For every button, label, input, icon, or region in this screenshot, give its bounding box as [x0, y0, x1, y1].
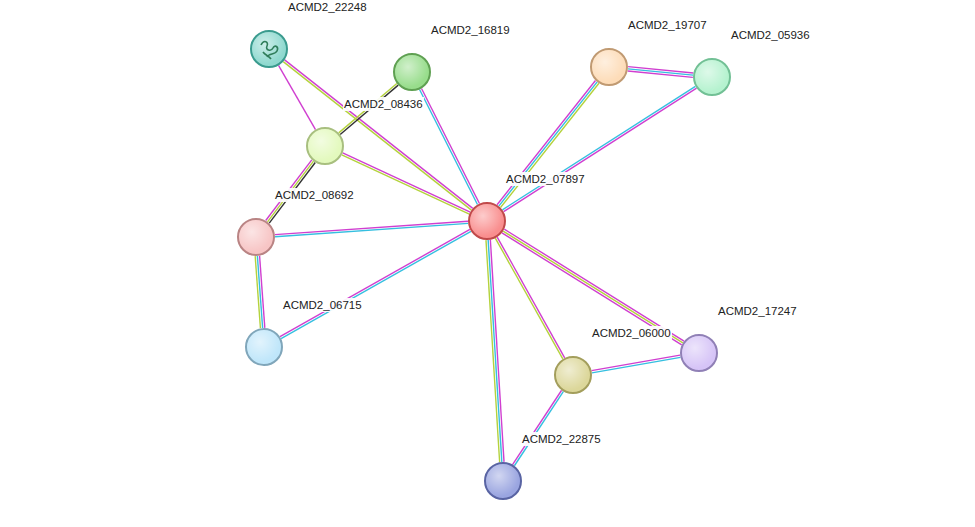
- node-circle-fill: [251, 31, 287, 67]
- evidence-line: [490, 240, 504, 462]
- node-circle-fill: [555, 357, 591, 393]
- evidence-line: [501, 83, 599, 207]
- evidence-line: [513, 390, 562, 464]
- node-circle: [693, 58, 731, 96]
- node-highlight: [592, 50, 626, 84]
- node-circle: [250, 30, 288, 68]
- protein-node: ACMD2_16819: [393, 53, 431, 91]
- node-label: ACMD2_07897: [505, 172, 586, 186]
- evidence-line: [342, 155, 470, 214]
- interaction-edge: [495, 237, 564, 359]
- protein-node: ACMD2_19707: [590, 48, 628, 86]
- node-label: ACMD2_06000: [591, 326, 672, 340]
- node-circle-fill: [238, 219, 274, 255]
- evidence-line: [502, 86, 695, 210]
- node-highlight: [470, 204, 504, 238]
- node-circle-fill: [591, 49, 627, 85]
- structure-icon: [261, 42, 278, 59]
- interaction-edge: [255, 256, 265, 328]
- evidence-line: [275, 221, 468, 234]
- protein-node: ACMD2_22248: [250, 30, 288, 68]
- evidence-line: [592, 355, 681, 370]
- protein-node: ACMD2_06000: [554, 356, 592, 394]
- evidence-line: [628, 71, 693, 77]
- evidence-line: [503, 231, 683, 343]
- protein-node: ACMD2_06715: [245, 328, 283, 366]
- evidence-line: [280, 229, 470, 336]
- node-circle: [245, 328, 283, 366]
- evidence-line: [255, 256, 260, 328]
- protein-node: ACMD2_08436: [306, 127, 344, 165]
- interaction-edge: [502, 86, 696, 211]
- evidence-line: [420, 89, 478, 204]
- node-highlight: [308, 129, 342, 163]
- node-label: ACMD2_06715: [282, 298, 363, 312]
- node-highlight: [239, 220, 273, 254]
- node-circle-fill: [485, 463, 521, 499]
- evidence-line: [514, 391, 563, 465]
- interaction-edge: [628, 67, 694, 78]
- protein-node: ACMD2_08692: [237, 218, 275, 256]
- node-label: ACMD2_19707: [627, 18, 708, 32]
- node-label: ACMD2_22248: [287, 0, 368, 14]
- evidence-line: [497, 237, 564, 358]
- interaction-edge: [592, 355, 681, 373]
- node-highlight: [395, 55, 429, 89]
- node-highlight: [556, 358, 590, 392]
- node-circle-fill: [694, 59, 730, 95]
- node-circle-fill: [307, 128, 343, 164]
- node-highlight: [247, 330, 281, 364]
- node-circle: [237, 218, 275, 256]
- interaction-edge: [513, 390, 564, 466]
- evidence-line: [504, 229, 684, 341]
- node-circle-fill: [394, 54, 430, 90]
- evidence-line: [488, 240, 502, 462]
- interaction-edge: [275, 221, 468, 237]
- node-highlight: [486, 464, 520, 498]
- node-label: ACMD2_08436: [343, 97, 424, 111]
- interaction-edge: [497, 81, 599, 208]
- evidence-line: [497, 81, 595, 205]
- evidence-line: [343, 153, 471, 212]
- interaction-edge: [502, 229, 684, 345]
- protein-node: ACMD2_17247: [680, 334, 718, 372]
- node-circle: [554, 356, 592, 394]
- node-label: ACMD2_05936: [730, 28, 811, 42]
- interaction-edge: [342, 153, 470, 214]
- node-highlight: [682, 336, 716, 370]
- node-circle-fill: [246, 329, 282, 365]
- interaction-edge: [280, 229, 471, 338]
- node-highlight: [695, 60, 729, 94]
- evidence-line: [504, 88, 697, 212]
- node-circle: [393, 53, 431, 91]
- node-circle-fill: [469, 203, 505, 239]
- evidence-line: [502, 233, 682, 345]
- node-label: ACMD2_22875: [521, 432, 602, 446]
- node-label: ACMD2_08692: [274, 188, 355, 202]
- evidence-line: [592, 357, 681, 372]
- evidence-line: [422, 88, 480, 203]
- node-highlight: [252, 32, 286, 66]
- evidence-line: [281, 231, 471, 338]
- evidence-line: [495, 238, 562, 359]
- evidence-line: [279, 65, 316, 129]
- node-circle: [484, 462, 522, 500]
- node-circle: [306, 127, 344, 165]
- node-label: ACMD2_16819: [430, 23, 511, 37]
- node-circle: [590, 48, 628, 86]
- protein-node: ACMD2_05936: [693, 58, 731, 96]
- interaction-edge: [279, 65, 316, 129]
- node-circle: [680, 334, 718, 372]
- interaction-edge: [420, 88, 480, 204]
- protein-node: ACMD2_22875: [484, 462, 522, 500]
- evidence-line: [275, 223, 468, 236]
- evidence-line: [499, 82, 597, 206]
- node-circle: [468, 202, 506, 240]
- node-label: ACMD2_17247: [717, 304, 798, 318]
- node-circle-fill: [681, 335, 717, 371]
- interaction-edge: [486, 240, 504, 462]
- protein-node: ACMD2_07897: [468, 202, 506, 240]
